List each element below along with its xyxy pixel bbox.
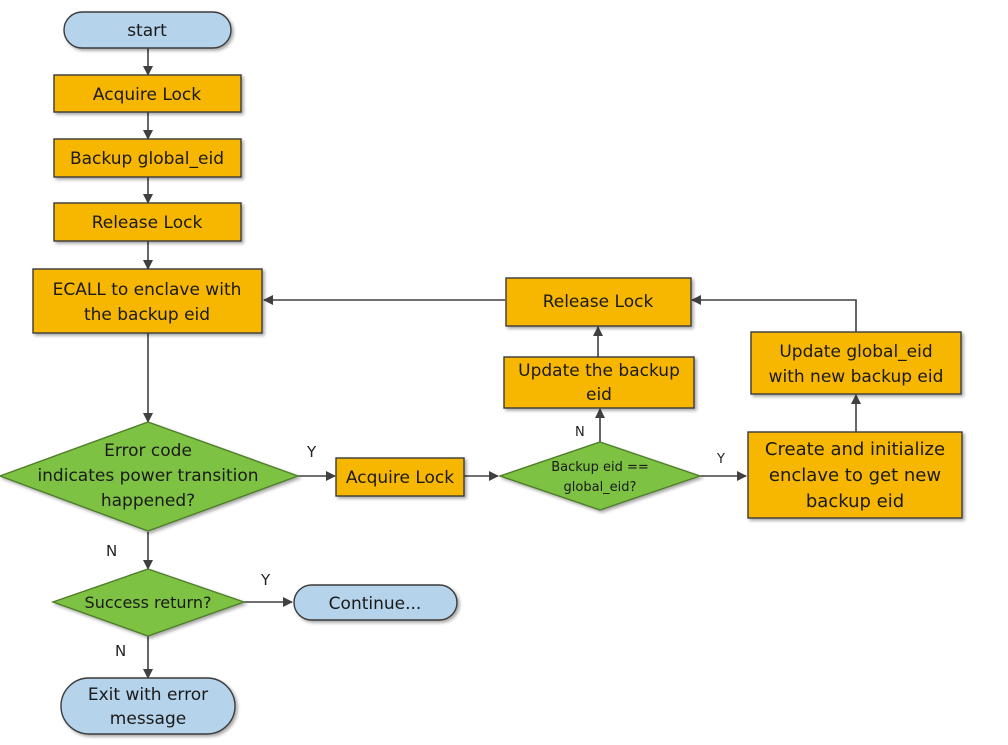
node-label: Release Lock: [543, 292, 654, 312]
node-label-line: global_eid?: [564, 480, 637, 495]
node-label-line: the backup eid: [84, 305, 210, 325]
svg-text:start: start: [127, 21, 167, 41]
svg-text:Acquire Lock: Acquire Lock: [93, 85, 201, 105]
svg-text:Release Lock: Release Lock: [92, 213, 203, 233]
edge-label-backup-no: N: [575, 425, 585, 440]
svg-text:Backup eid ==: Backup eid ==: [551, 460, 649, 475]
edge-label-success-yes: Y: [260, 571, 271, 589]
node-label-line: happened?: [101, 491, 195, 511]
svg-text:global_eid?: global_eid?: [564, 480, 637, 495]
node-label-line: Update global_eid: [779, 342, 932, 362]
continue-node: Continue...: [293, 584, 458, 621]
node-label-line: enclave to get new: [769, 465, 941, 486]
svg-text:backup eid: backup eid: [806, 491, 904, 512]
svg-text:enclave to get new: enclave to get new: [769, 465, 941, 486]
node-label-line: message: [110, 709, 186, 729]
svg-text:Exit with error: Exit with error: [88, 685, 208, 705]
svg-text:Backup global_eid: Backup global_eid: [70, 149, 224, 169]
edges: [143, 48, 861, 679]
node-label: Acquire Lock: [93, 85, 201, 105]
error-power-decision: Error code indicates power transition ha…: [0, 421, 301, 532]
backup-global-eid-node: Backup global_eid: [53, 138, 242, 178]
svg-text:Release Lock: Release Lock: [543, 292, 654, 312]
node-label: Success return?: [85, 593, 212, 612]
acquire-lock-node: Acquire Lock: [53, 74, 242, 113]
edge-label-success-no: N: [115, 642, 126, 660]
node-label-line: backup eid: [806, 491, 904, 512]
exit-error-node: Exit with error message: [60, 677, 236, 735]
acquire-lock-2-node: Acquire Lock: [335, 457, 465, 497]
node-label: Continue...: [329, 594, 422, 614]
svg-text:with new backup eid: with new backup eid: [769, 367, 944, 387]
edge-label-error-no: N: [106, 542, 117, 560]
edge-label-error-yes: Y: [306, 443, 317, 461]
update-backup-eid-node: Update the backup eid: [503, 356, 695, 409]
node-label-line: Exit with error: [88, 685, 208, 705]
edge-updateglobal-to-release2: [691, 295, 857, 332]
svg-text:ECALL to enclave with: ECALL to enclave with: [53, 280, 242, 300]
release-lock-2-node: Release Lock: [505, 277, 692, 327]
start-node: start: [63, 11, 232, 49]
update-global-eid-node: Update global_eid with new backup eid: [750, 331, 962, 395]
svg-text:happened?: happened?: [101, 491, 195, 511]
node-label-line: with new backup eid: [769, 367, 944, 387]
ecall-node: ECALL to enclave with the backup eid: [32, 268, 263, 334]
success-return-decision: Success return?: [50, 568, 247, 637]
create-enclave-node: Create and initialize enclave to get new…: [747, 431, 963, 519]
svg-text:eid: eid: [586, 385, 612, 405]
svg-text:indicates power transition: indicates power transition: [37, 466, 258, 486]
node-label-line: Error code: [104, 441, 192, 461]
node-label-line: indicates power transition: [37, 466, 258, 486]
node-label: start: [127, 21, 167, 41]
svg-text:Error code: Error code: [104, 441, 192, 461]
node-label: Acquire Lock: [346, 468, 454, 488]
svg-text:Continue...: Continue...: [329, 594, 422, 614]
backup-eq-decision: Backup eid == global_eid?: [497, 441, 703, 511]
svg-text:Acquire Lock: Acquire Lock: [346, 468, 454, 488]
node-label: Backup global_eid: [70, 149, 224, 169]
node-label-line: Update the backup: [518, 361, 680, 381]
svg-text:Create and initialize: Create and initialize: [765, 439, 945, 460]
edge-label-backup-yes: Y: [716, 452, 725, 467]
node-label-line: ECALL to enclave with: [53, 280, 242, 300]
node-label-line: eid: [586, 385, 612, 405]
node-label-line: Create and initialize: [765, 439, 945, 460]
svg-text:Update the backup: Update the backup: [518, 361, 680, 381]
svg-text:Success return?: Success return?: [85, 593, 212, 612]
svg-text:message: message: [110, 709, 186, 729]
svg-text:the backup eid: the backup eid: [84, 305, 210, 325]
release-lock-node: Release Lock: [53, 202, 242, 242]
node-label-line: Backup eid ==: [551, 460, 649, 475]
svg-text:Update global_eid: Update global_eid: [779, 342, 932, 362]
node-label: Release Lock: [92, 213, 203, 233]
